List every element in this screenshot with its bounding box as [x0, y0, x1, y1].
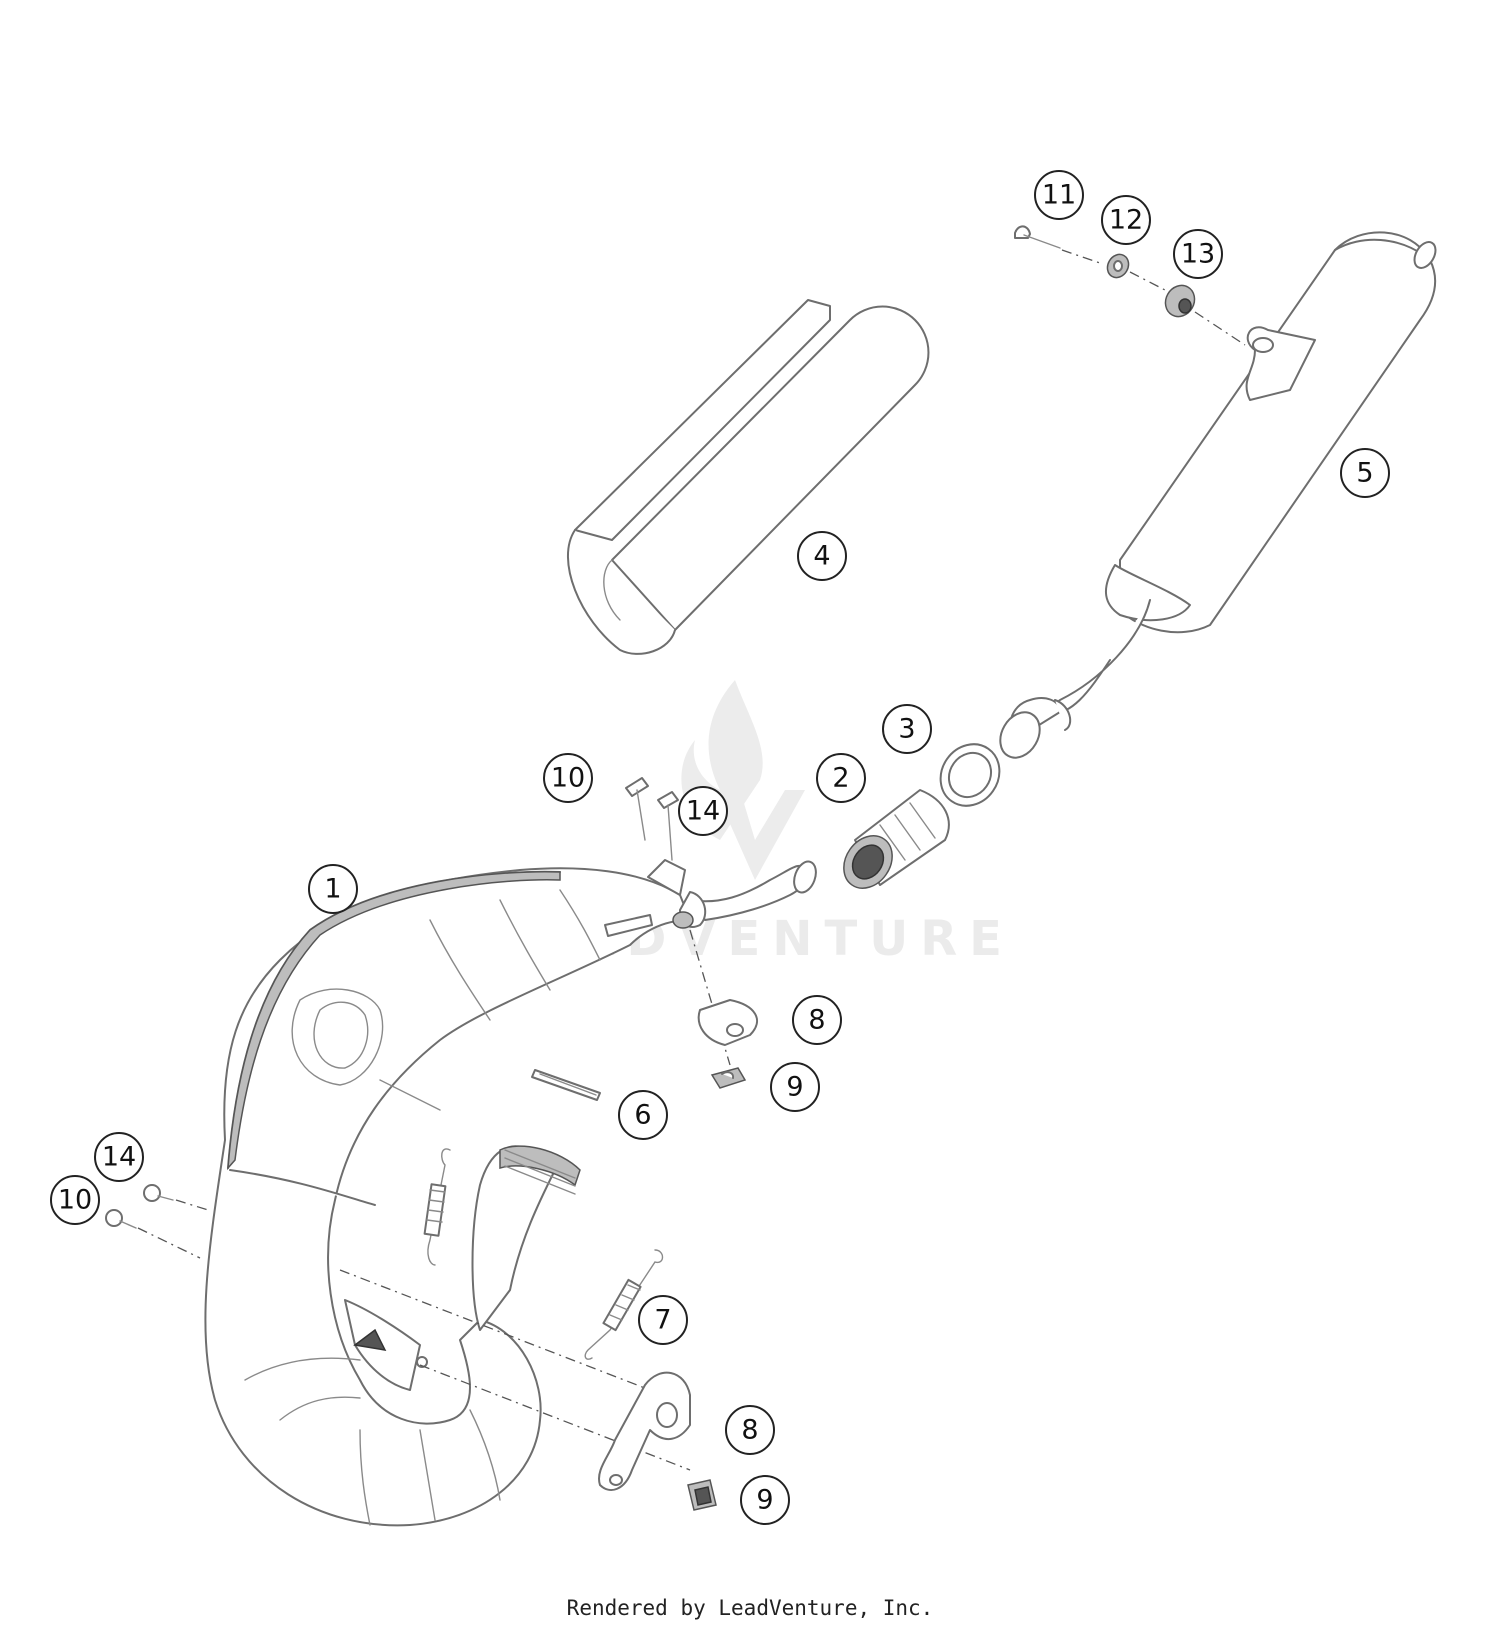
callout-10-lower: 10 [50, 1175, 100, 1225]
callout-14-lower: 14 [94, 1132, 144, 1182]
lower-left-fasteners [105, 1184, 209, 1259]
svg-text:13: 13 [1181, 239, 1215, 270]
callout-4: 4 [797, 531, 847, 581]
svg-text:9: 9 [756, 1485, 773, 1516]
callout-13: 13 [1173, 229, 1223, 279]
callout-10-upper: 10 [543, 753, 593, 803]
part-3-gasket [939, 743, 1001, 807]
callout-9-upper: 9 [770, 1062, 820, 1112]
callout-5: 5 [1340, 448, 1390, 498]
part-7-spring-lower [584, 1249, 664, 1360]
upper-right-fasteners [1014, 225, 1246, 346]
svg-text:14: 14 [686, 796, 720, 827]
part-1-expansion-chamber [204, 859, 817, 1527]
part-4-heat-shield [566, 299, 930, 655]
svg-text:12: 12 [1109, 205, 1143, 236]
svg-text:10: 10 [551, 763, 585, 794]
upper-fasteners [625, 777, 759, 1089]
svg-text:8: 8 [741, 1415, 758, 1446]
part-5-silencer [999, 231, 1437, 759]
watermark-v-icon [715, 790, 805, 880]
svg-text:10: 10 [58, 1185, 92, 1216]
svg-text:5: 5 [1356, 458, 1373, 489]
svg-text:6: 6 [634, 1100, 651, 1131]
callout-9-lower: 9 [740, 1475, 790, 1525]
callout-1: 1 [308, 864, 358, 914]
callout-8-upper: 8 [792, 995, 842, 1045]
footer-credit: Rendered by LeadVenture, Inc. [566, 1596, 934, 1620]
callout-2: 2 [816, 753, 866, 803]
part-6-rubber-strip [531, 1069, 601, 1101]
callout-7: 7 [638, 1295, 688, 1345]
callout-6: 6 [618, 1090, 668, 1140]
callout-12: 12 [1101, 195, 1151, 245]
part-7-spring-upper [423, 1148, 451, 1266]
svg-text:11: 11 [1042, 180, 1076, 211]
callout-14-upper: 14 [678, 786, 728, 836]
callout-3: 3 [882, 704, 932, 754]
svg-text:2: 2 [832, 763, 849, 794]
part-2-coupler [843, 789, 950, 889]
callout-11: 11 [1034, 170, 1084, 220]
svg-text:4: 4 [813, 541, 830, 572]
lower-right-bracket [339, 1269, 717, 1511]
svg-text:8: 8 [808, 1005, 825, 1036]
svg-text:1: 1 [324, 874, 341, 905]
svg-text:9: 9 [786, 1072, 803, 1103]
svg-text:3: 3 [898, 714, 915, 745]
svg-text:14: 14 [102, 1142, 136, 1173]
callout-8-lower: 8 [725, 1405, 775, 1455]
svg-text:7: 7 [654, 1305, 671, 1336]
